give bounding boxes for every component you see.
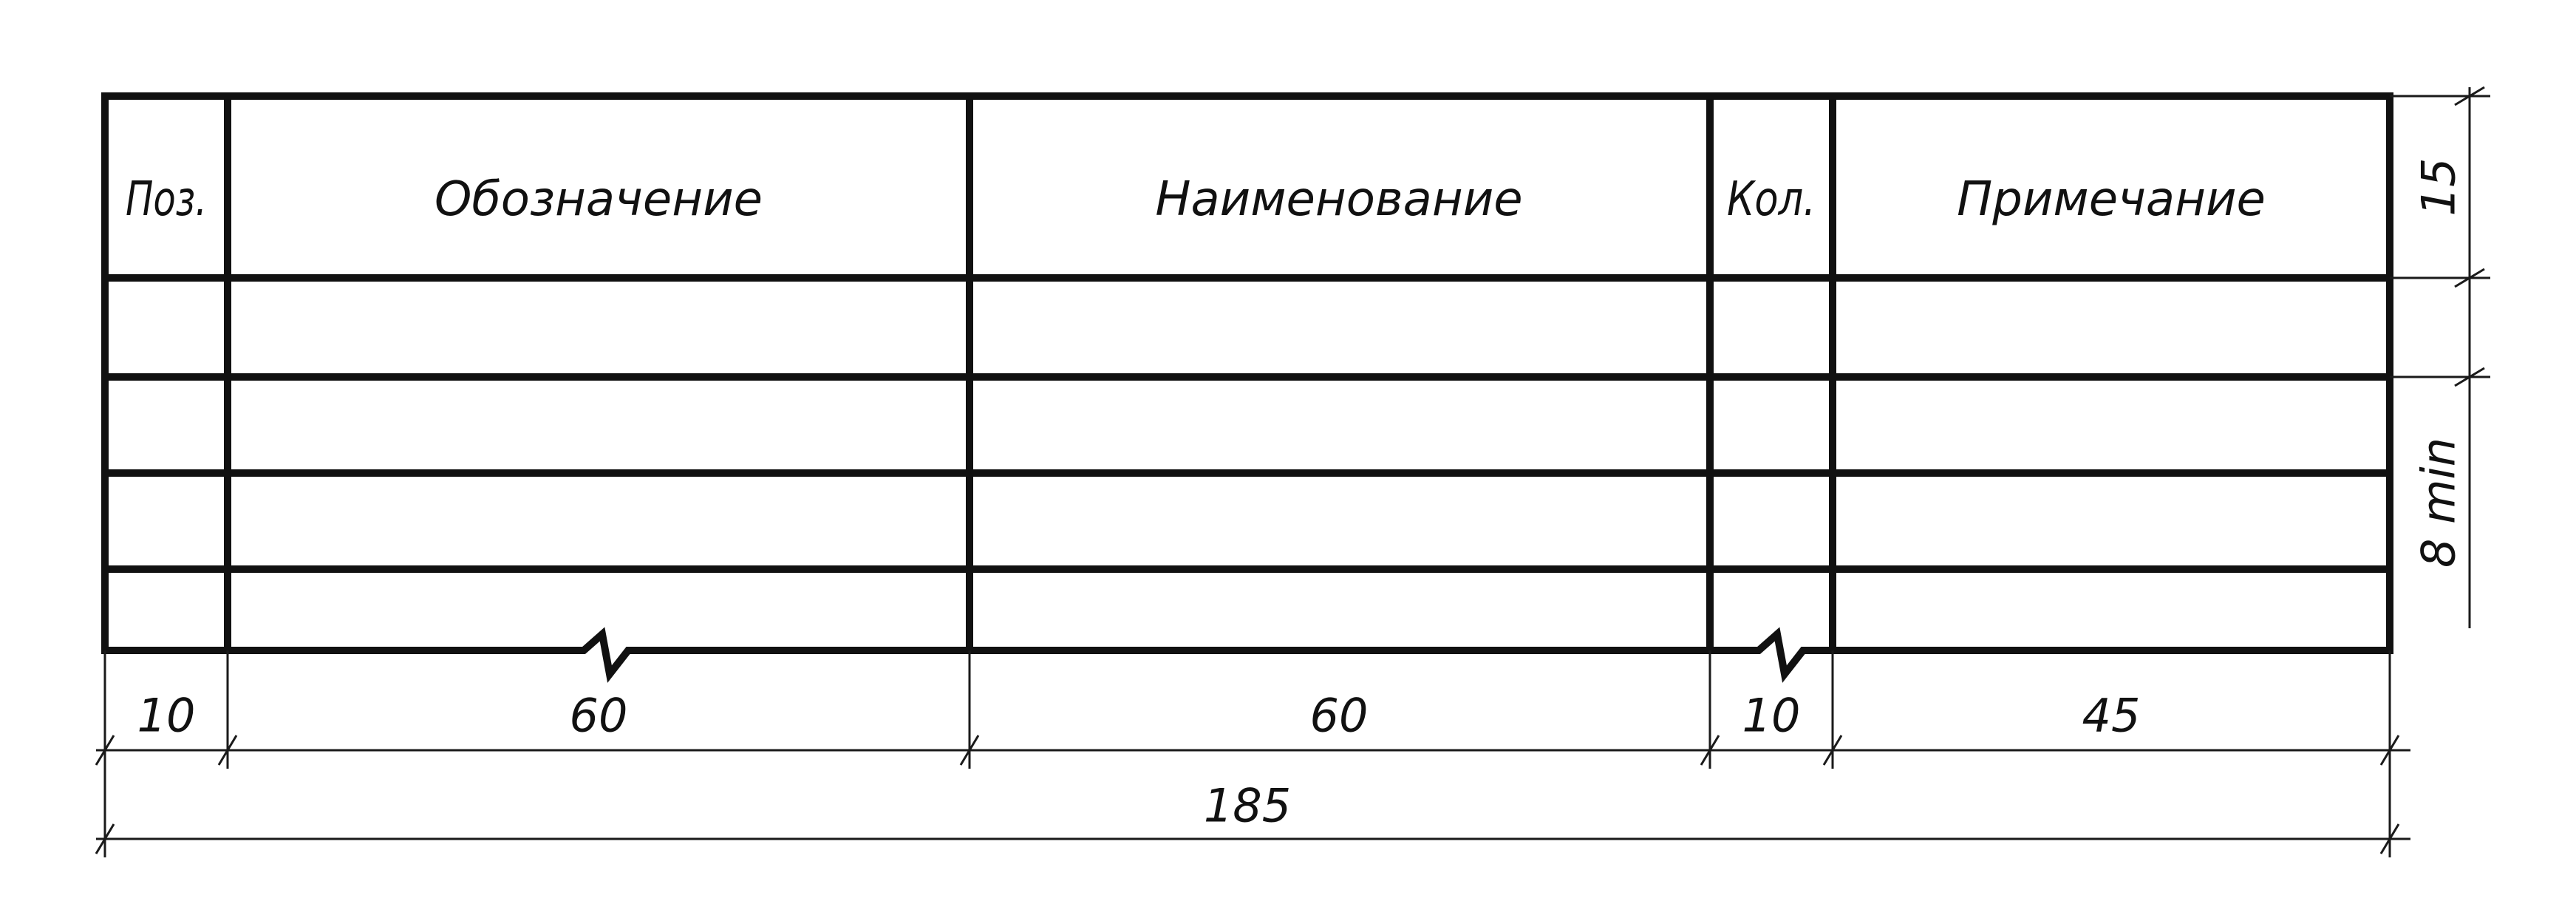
dim-total: 185 [1204, 779, 1291, 833]
horizontal-dimensions: 10 60 60 10 45 185 [95, 650, 2410, 857]
header-qty: Кол. [1727, 172, 1816, 227]
column-dim-tick-5 [1822, 735, 1843, 766]
header-designation: Обозначение [435, 172, 763, 227]
header-note: Примечание [1957, 172, 2266, 227]
row-dim-tick-2 [2454, 268, 2485, 288]
total-dim-tick-left [95, 823, 115, 854]
dim-col-note: 45 [2082, 689, 2141, 743]
column-dim-tick-3 [959, 735, 980, 766]
column-dim-tick-4 [1700, 735, 1720, 766]
table-grid [101, 92, 2393, 683]
total-dim-tick-right [2379, 823, 2400, 854]
table-bottom-border-with-breaks [101, 627, 2393, 683]
column-dim-tick-1 [95, 735, 115, 766]
row-dim-tick-3 [2454, 367, 2485, 387]
header-pos: Поз. [126, 172, 207, 227]
dim-col-qty: 10 [1742, 689, 1801, 743]
vertical-dimensions: 15 8 min [2390, 86, 2490, 628]
dim-col-name: 60 [1310, 689, 1369, 743]
dim-header-row: 15 [2412, 158, 2466, 217]
dim-col-pos: 10 [137, 689, 196, 743]
row-dim-tick-1 [2454, 86, 2485, 106]
column-dim-tick-6 [2379, 735, 2400, 766]
header-labels: Поз. Обозначение Наименование Кол. Приме… [126, 172, 2266, 227]
dim-row-min: 8 min [2412, 438, 2466, 568]
column-dim-tick-2 [217, 735, 238, 766]
dim-col-designation: 60 [570, 689, 628, 743]
header-name: Наименование [1155, 172, 1522, 227]
